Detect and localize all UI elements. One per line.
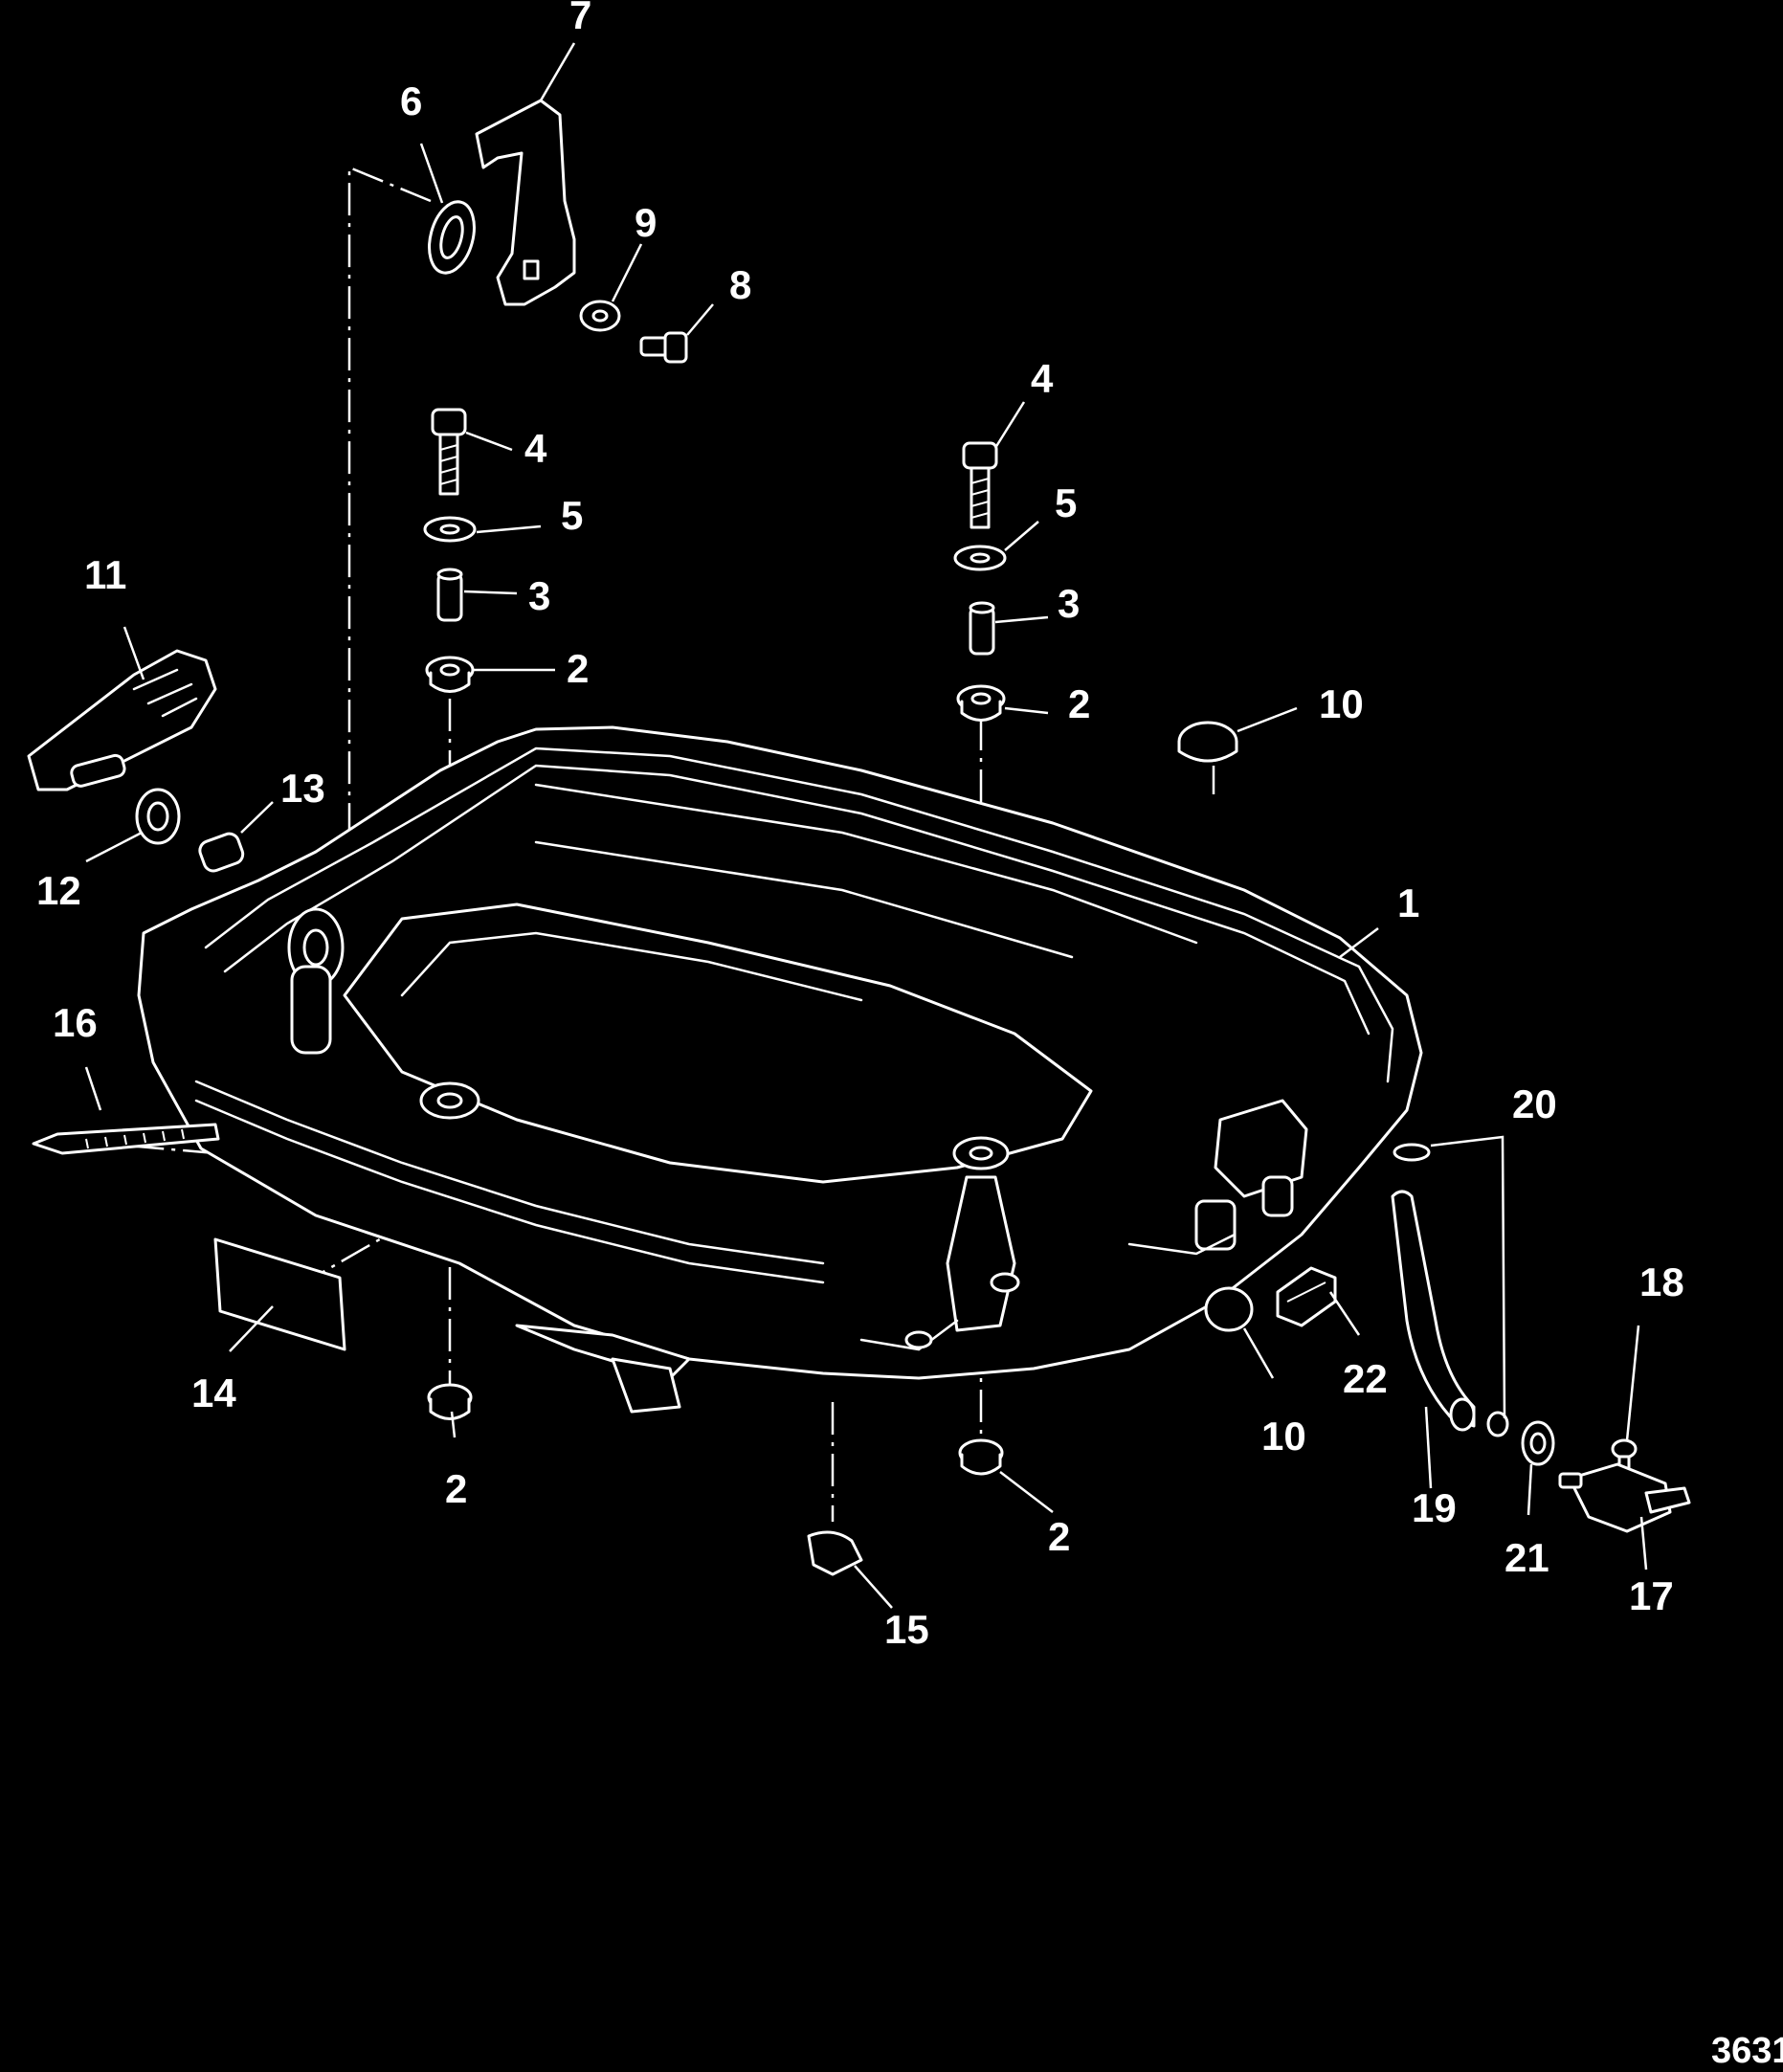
callout-13: 13	[280, 766, 325, 811]
callout-1: 1	[1397, 880, 1419, 925]
handle-assembly	[27, 649, 245, 873]
figure-id: 3631	[1711, 2031, 1783, 2071]
callout-19: 19	[1412, 1485, 1457, 1530]
decal-part	[213, 1237, 346, 1351]
callout-2: 2	[567, 646, 589, 691]
bottom-grommet-part	[807, 1530, 863, 1576]
callout-labels: 1 2 2 2 2 3 3 4 4 5 5 6 7 8 9 10 10 11 1…	[36, 0, 1684, 1652]
bottom-cowl	[137, 725, 1423, 1414]
callout-5: 5	[1055, 480, 1077, 525]
callout-14: 14	[191, 1370, 236, 1415]
callout-11: 11	[84, 552, 126, 597]
callout-21: 21	[1504, 1535, 1549, 1580]
callout-10: 10	[1261, 1414, 1306, 1459]
leader-lines	[84, 42, 1648, 1609]
callout-2: 2	[1068, 681, 1090, 726]
callout-3: 3	[1058, 581, 1080, 626]
callout-6: 6	[400, 78, 422, 123]
stud-part	[32, 1123, 220, 1155]
bolt-washer-parts	[423, 408, 1007, 571]
callout-4: 4	[524, 426, 547, 471]
latch-parts	[428, 99, 688, 364]
callout-8: 8	[729, 262, 751, 307]
callout-10: 10	[1319, 681, 1364, 726]
callout-9: 9	[635, 200, 657, 245]
spacer-parts	[436, 568, 995, 656]
callout-17: 17	[1629, 1573, 1674, 1618]
callout-5: 5	[561, 493, 583, 538]
callout-12: 12	[36, 868, 81, 913]
callout-20: 20	[1512, 1081, 1557, 1126]
callout-18: 18	[1639, 1259, 1684, 1304]
callout-2: 2	[445, 1466, 467, 1511]
callout-22: 22	[1343, 1356, 1388, 1401]
callout-2: 2	[1048, 1514, 1070, 1559]
grommet-parts	[425, 656, 1006, 1476]
plug-parts	[1177, 721, 1254, 1332]
callout-15: 15	[884, 1607, 929, 1652]
fitting-hose-parts	[1276, 1143, 1691, 1533]
callout-7: 7	[569, 0, 591, 37]
callout-3: 3	[528, 573, 550, 618]
callout-4: 4	[1031, 356, 1054, 401]
callout-16: 16	[53, 1000, 98, 1045]
